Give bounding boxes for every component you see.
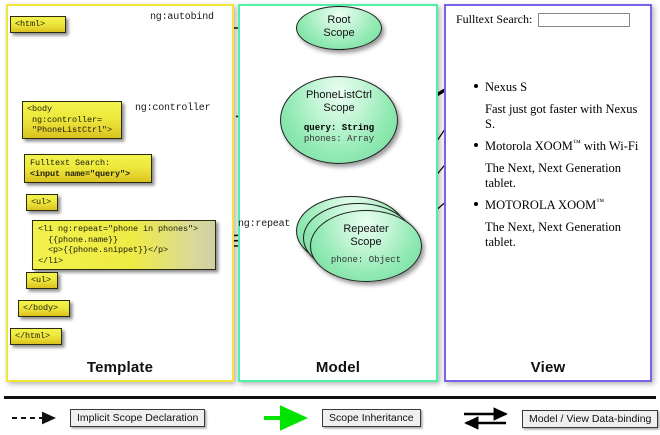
code-box-ul-open-2: <ul> bbox=[26, 272, 58, 289]
scope-root-title-2: Scope bbox=[323, 26, 355, 39]
legend-label-scope-inheritance: Scope Inheritance bbox=[322, 409, 421, 427]
legend-item-implicit-scope: Implicit Scope Declaration bbox=[10, 409, 206, 427]
bullet-icon bbox=[474, 202, 478, 207]
bullet-icon bbox=[474, 84, 478, 88]
green-arrow-icon bbox=[264, 405, 308, 431]
code-box-ul-open-1: <ul> bbox=[26, 194, 58, 211]
legend: Implicit Scope Declaration Scope Inherit… bbox=[0, 404, 660, 434]
scope-prop-query: query: String bbox=[303, 123, 375, 133]
scope-repeater-title-1: Repeater bbox=[343, 223, 389, 235]
phone-name: Motorola XOOM bbox=[485, 139, 573, 154]
phone-list: Nexus S Fast just got faster with Nexus … bbox=[474, 80, 649, 256]
view-rendered-page: Fulltext Search: Nexus S Fast just got f… bbox=[452, 10, 648, 249]
trademark-icon: ™ bbox=[596, 197, 605, 207]
code-box-li-repeat: <li ng:repeat="phone in phones"> {{phone… bbox=[32, 220, 216, 270]
view-search-row: Fulltext Search: bbox=[456, 12, 631, 27]
list-item: MOTOROLA XOOM™ The Next, Next Generation… bbox=[474, 197, 649, 250]
fulltext-search-line2: <input name="query"> bbox=[30, 168, 131, 179]
legend-item-scope-inheritance: Scope Inheritance bbox=[262, 405, 421, 431]
phone-name: Nexus S bbox=[485, 80, 528, 94]
list-item: Nexus S Fast just got faster with Nexus … bbox=[474, 80, 649, 132]
panel-model-label: Model bbox=[315, 359, 361, 376]
fulltext-search-line1: Fulltext Search: bbox=[30, 158, 111, 168]
scope-root: Root Scope bbox=[296, 6, 382, 50]
panel-view-label: View bbox=[530, 359, 566, 376]
code-box-body-controller: <body ng:controller= "PhoneListCtrl"> bbox=[22, 101, 122, 139]
panel-template: Template bbox=[6, 4, 234, 382]
legend-divider bbox=[4, 396, 656, 399]
code-box-html-open: <html> bbox=[10, 16, 66, 33]
scope-phonelistctrl: PhoneListCtrl Scope query: String phones… bbox=[280, 76, 398, 164]
ng-controller-label: ng:controller bbox=[135, 103, 211, 114]
ng-autobind-label: ng:autobind bbox=[150, 12, 214, 23]
phone-name-suffix: with Wi-Fi bbox=[580, 139, 639, 154]
double-arrow-icon bbox=[464, 407, 508, 430]
scope-repeater: Repeater Scope phone: Object bbox=[310, 210, 422, 282]
panel-model: Model bbox=[238, 4, 438, 382]
phone-snippet: The Next, Next Generation tablet. bbox=[485, 220, 622, 250]
panel-view: View bbox=[444, 4, 652, 382]
fulltext-search-label: Fulltext Search: bbox=[456, 12, 533, 26]
phone-name: MOTOROLA XOOM bbox=[485, 198, 597, 213]
scope-phonelistctrl-title-2: Scope bbox=[323, 101, 355, 114]
scope-repeater-title-2: Scope bbox=[350, 235, 382, 248]
trademark-icon: ™ bbox=[572, 138, 581, 147]
legend-item-data-binding: Model / View Data-binding bbox=[462, 407, 659, 430]
list-item: Motorola XOOM™ with Wi-Fi The Next, Next… bbox=[474, 138, 649, 191]
fulltext-search-input[interactable] bbox=[538, 12, 631, 27]
code-box-fulltext-search: Fulltext Search: <input name="query"> bbox=[24, 154, 152, 183]
phone-snippet: The Next, Next Generation tablet. bbox=[485, 161, 622, 191]
panel-template-label: Template bbox=[86, 359, 154, 376]
scope-prop-phones: phones: Array bbox=[303, 134, 375, 144]
bullet-icon bbox=[474, 143, 478, 148]
scope-phonelistctrl-title-1: PhoneListCtrl bbox=[305, 89, 373, 101]
phone-snippet: Fast just got faster with Nexus S. bbox=[485, 102, 638, 131]
legend-label-data-binding: Model / View Data-binding bbox=[522, 410, 659, 428]
code-box-body-close: </body> bbox=[18, 300, 70, 317]
dashed-arrow-icon bbox=[12, 411, 56, 425]
code-box-html-close: </html> bbox=[10, 328, 62, 345]
ng-repeat-label: ng:repeat bbox=[238, 219, 291, 230]
scope-prop-phone: phone: Object bbox=[330, 255, 402, 265]
scope-root-title-1: Root bbox=[327, 14, 351, 26]
legend-label-implicit-scope: Implicit Scope Declaration bbox=[70, 409, 206, 427]
